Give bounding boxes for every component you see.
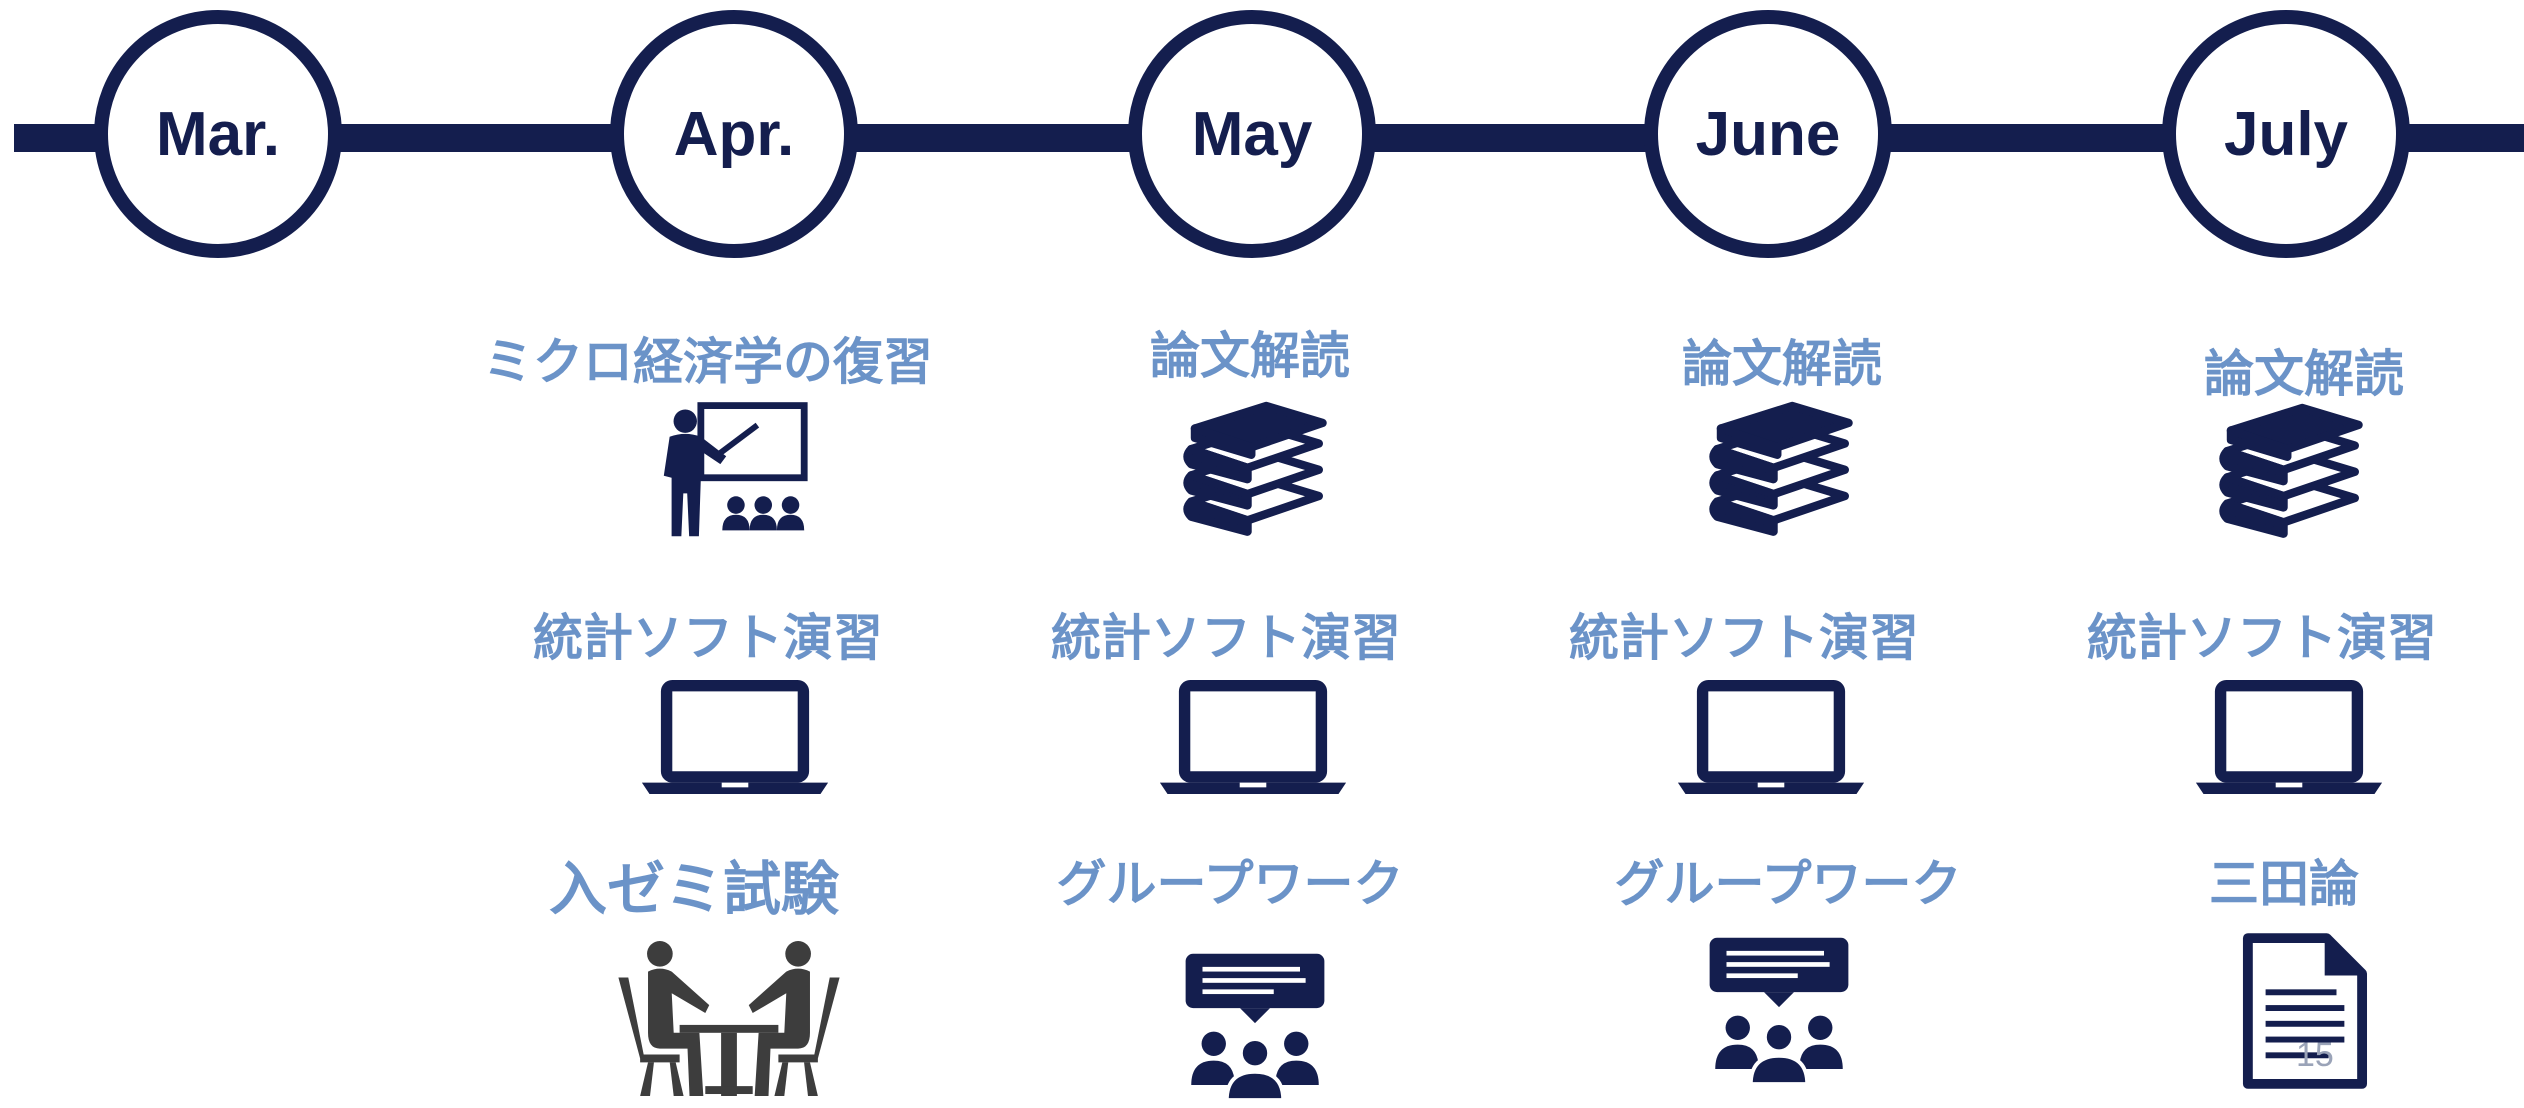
activity-paper-reading: 論文解読 <box>1150 327 1350 385</box>
month-label: July <box>2223 99 2349 169</box>
laptop-icon <box>1676 678 1866 796</box>
month-node-apr: Apr. <box>610 10 858 258</box>
month-node-june: June <box>1644 10 1892 258</box>
teacher-presentation-icon <box>656 398 812 538</box>
activity-paper-reading: 論文解読 <box>1682 335 1882 393</box>
month-label: June <box>1695 99 1841 169</box>
activity-stats-software: 統計ソフト演習 <box>1569 609 1919 667</box>
month-label: Mar. <box>155 99 281 169</box>
month-node-may: May <box>1128 10 1376 258</box>
page-number: 15 <box>2296 1036 2334 1074</box>
interview-icon <box>604 938 854 1096</box>
activity-stats-software: 統計ソフト演習 <box>2087 609 2437 667</box>
month-label: Apr. <box>673 99 795 169</box>
activity-microeconomics-review: ミクロ経済学の復習 <box>483 333 933 391</box>
group-discussion-icon <box>1704 930 1854 1088</box>
activity-stats-software: 統計ソフト演習 <box>533 609 883 667</box>
books-icon <box>2216 398 2366 538</box>
activity-stats-software: 統計ソフト演習 <box>1051 609 1401 667</box>
laptop-icon <box>1158 678 1348 796</box>
laptop-icon <box>640 678 830 796</box>
laptop-icon <box>2194 678 2384 796</box>
activity-group-work: グループワーク <box>1614 855 1962 913</box>
group-discussion-icon <box>1180 946 1330 1104</box>
activity-entrance-exam: 入ゼミ試験 <box>548 855 840 923</box>
activity-group-work: グループワーク <box>1056 855 1404 913</box>
month-node-july: July <box>2162 10 2410 258</box>
activity-mita-thesis: 三田論 <box>2209 855 2359 913</box>
activity-paper-reading: 論文解読 <box>2204 345 2404 403</box>
books-icon <box>1180 396 1330 536</box>
books-icon <box>1706 396 1856 536</box>
month-label: May <box>1191 99 1313 169</box>
month-node-mar: Mar. <box>94 10 342 258</box>
